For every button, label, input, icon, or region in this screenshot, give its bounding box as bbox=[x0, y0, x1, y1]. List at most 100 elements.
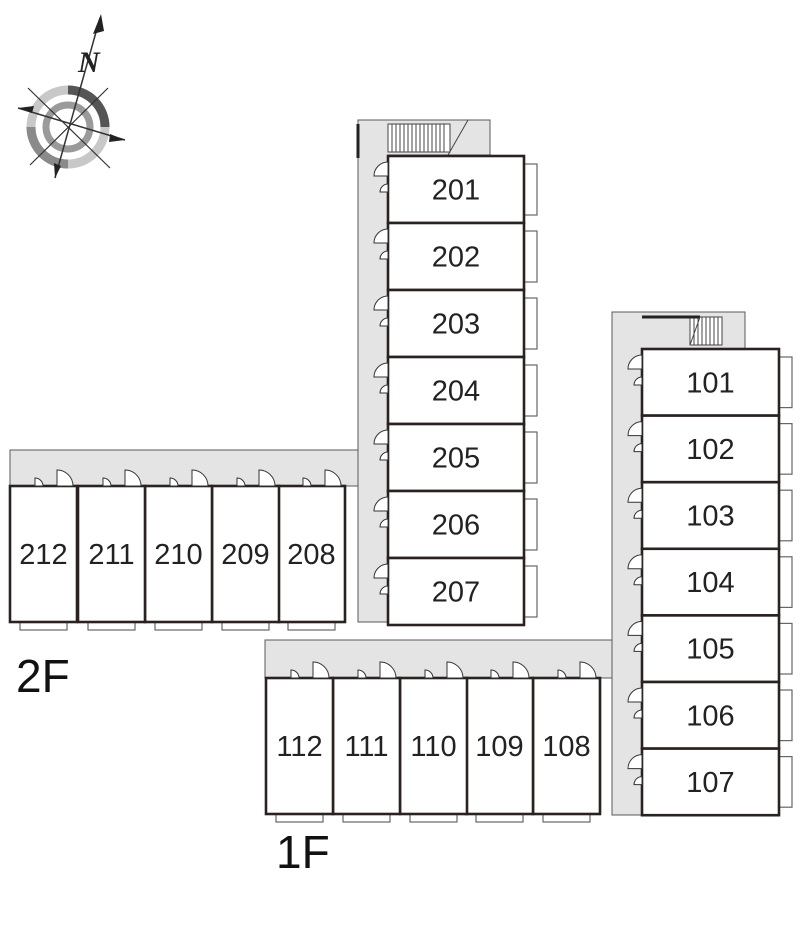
room-106: 106 bbox=[627, 680, 793, 750]
room-203: 203 bbox=[373, 288, 538, 359]
door-icon bbox=[236, 477, 246, 487]
door-icon bbox=[312, 661, 330, 679]
door-icon bbox=[633, 642, 643, 652]
room-201: 201 bbox=[373, 154, 538, 225]
room-number: 101 bbox=[686, 367, 734, 399]
north-label: N bbox=[77, 46, 101, 79]
door-icon bbox=[627, 687, 643, 703]
room-number: 110 bbox=[410, 731, 456, 763]
unit-outline bbox=[76, 484, 147, 624]
door-icon bbox=[627, 620, 643, 636]
room-112: 112 bbox=[264, 661, 335, 823]
door-icon bbox=[191, 469, 209, 487]
balcony bbox=[778, 489, 793, 542]
room-number: 201 bbox=[432, 175, 480, 207]
unit-outline bbox=[386, 355, 526, 426]
door-icon bbox=[379, 518, 389, 528]
balcony bbox=[778, 689, 793, 742]
door-icon bbox=[512, 661, 530, 679]
door-icon bbox=[557, 669, 567, 679]
balcony bbox=[523, 498, 538, 551]
room-110: 110 bbox=[398, 661, 469, 823]
balcony bbox=[523, 364, 538, 417]
balcony bbox=[778, 423, 793, 475]
unit-outline bbox=[386, 489, 526, 560]
door-icon bbox=[373, 161, 389, 177]
door-icon bbox=[633, 776, 643, 786]
door-icon bbox=[633, 709, 643, 719]
room-number: 205 bbox=[432, 443, 480, 475]
door-icon bbox=[379, 661, 397, 679]
room-number: 209 bbox=[221, 539, 269, 571]
unit-outline bbox=[386, 556, 526, 627]
door-icon bbox=[34, 477, 44, 487]
room-107: 107 bbox=[627, 747, 793, 817]
room-number: 203 bbox=[432, 309, 480, 341]
door-icon bbox=[357, 669, 367, 679]
balcony bbox=[523, 163, 538, 216]
room-108: 108 bbox=[531, 661, 602, 823]
room-number: 207 bbox=[432, 577, 480, 609]
balcony bbox=[523, 230, 538, 283]
unit-outline bbox=[264, 676, 335, 816]
unit-outline bbox=[640, 547, 781, 617]
door-icon bbox=[102, 477, 112, 487]
room-209: 209 bbox=[210, 469, 281, 631]
balcony bbox=[778, 755, 793, 808]
door-icon bbox=[446, 661, 464, 679]
door-icon bbox=[627, 421, 643, 437]
balcony bbox=[523, 297, 538, 350]
door-icon bbox=[373, 362, 389, 378]
room-number: 208 bbox=[287, 539, 335, 571]
balcony bbox=[778, 622, 793, 675]
compass-icon bbox=[17, 14, 126, 179]
door-icon bbox=[124, 469, 142, 487]
door-icon bbox=[627, 487, 643, 503]
room-111: 111 bbox=[331, 661, 402, 823]
door-icon bbox=[627, 754, 643, 770]
balcony bbox=[778, 356, 793, 409]
room-103: 103 bbox=[627, 480, 793, 551]
door-icon bbox=[379, 250, 389, 260]
balcony bbox=[523, 431, 538, 484]
unit-outline bbox=[640, 347, 781, 417]
unit-outline bbox=[398, 676, 469, 816]
balcony bbox=[778, 556, 793, 608]
room-number: 211 bbox=[88, 539, 134, 571]
room-210: 210 bbox=[143, 469, 214, 631]
room-207: 207 bbox=[373, 556, 538, 627]
room-212: 212 bbox=[8, 469, 79, 631]
door-icon bbox=[490, 669, 500, 679]
door-icon bbox=[379, 585, 389, 595]
room-204: 204 bbox=[373, 355, 538, 426]
unit-outline bbox=[464, 676, 535, 816]
door-icon bbox=[373, 429, 389, 445]
room-number: 112 bbox=[276, 731, 322, 763]
room-208: 208 bbox=[276, 469, 347, 631]
room-101: 101 bbox=[627, 347, 793, 417]
room-number: 106 bbox=[686, 700, 734, 732]
door-icon bbox=[633, 443, 643, 453]
room-105: 105 bbox=[627, 614, 793, 684]
room-number: 202 bbox=[432, 242, 480, 274]
door-icon bbox=[379, 384, 389, 394]
room-number: 206 bbox=[432, 510, 480, 542]
door-icon bbox=[379, 183, 389, 193]
door-icon bbox=[424, 669, 434, 679]
room-number: 204 bbox=[432, 376, 480, 408]
unit-outline bbox=[640, 747, 781, 817]
room-number: 103 bbox=[686, 501, 734, 533]
door-icon bbox=[379, 451, 389, 461]
door-icon bbox=[258, 469, 276, 487]
door-icon bbox=[627, 354, 643, 370]
unit-outline bbox=[386, 422, 526, 493]
unit-outline bbox=[143, 484, 214, 624]
room-number: 108 bbox=[542, 731, 590, 763]
floor-label-2f: 2F bbox=[16, 650, 70, 702]
room-109: 109 bbox=[464, 661, 535, 823]
room-number: 212 bbox=[19, 539, 67, 571]
unit-outline bbox=[386, 288, 526, 359]
room-number: 107 bbox=[686, 767, 734, 799]
door-icon bbox=[56, 469, 74, 487]
